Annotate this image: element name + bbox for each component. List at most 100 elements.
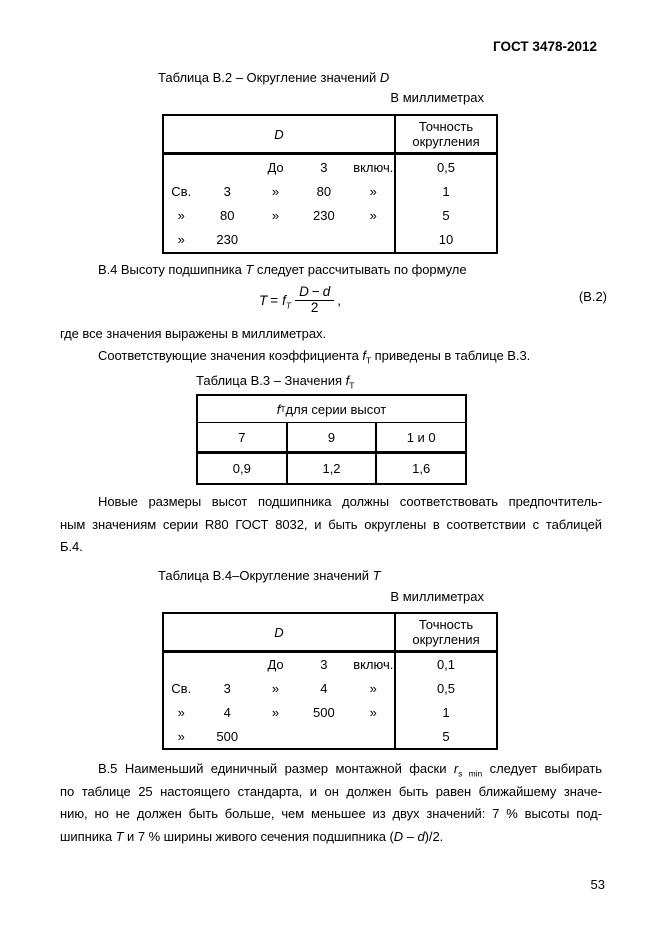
table-b3-series-row: 7 9 1 и 0 (198, 423, 465, 454)
cell: 3 (223, 183, 231, 199)
cell: До (267, 159, 284, 175)
table-row: »230 10 (164, 227, 496, 252)
paragraph-new-sizes: Новые размеры высот подшипника должны со… (60, 491, 602, 559)
cell: » (271, 704, 280, 720)
table-b2-col-d-header: D (164, 116, 396, 152)
cell: » (369, 704, 377, 720)
formula-coefficient: fT (282, 293, 292, 311)
series-cell: 9 (285, 423, 376, 451)
paragraph-line: Новые размеры высот подшипника должны со… (98, 494, 602, 509)
value-cell: 0,9 (232, 461, 251, 476)
paragraph-b5: В.5 Наименьший единичный размер монтажно… (60, 758, 602, 848)
table-b2-col-precision-header: Точность округления (396, 116, 496, 152)
table-row: »80»230» 5 (164, 203, 496, 228)
fraction-numerator: D−d (295, 284, 335, 301)
var-f-subscript: T (365, 355, 372, 366)
cell: » (271, 208, 280, 224)
formula-comma: , (337, 292, 342, 308)
table-b2-caption: Таблица В.2 – Округление значений D (158, 70, 389, 85)
cell: 500 (216, 728, 239, 744)
paragraph-gde: где все значения выражены в миллиметрах. (60, 323, 602, 346)
value-cell: 1,6 (375, 454, 465, 483)
formula-b2: T = fT D−d 2 , (60, 281, 540, 319)
cell: » (177, 232, 185, 248)
paragraph-b4: В.4 Высоту подшипника Т следует рассчиты… (60, 259, 602, 282)
var-d-small: d (322, 284, 331, 299)
paragraph-line: шипника Т и 7 % ширины живого сечения по… (60, 826, 602, 849)
formula-lhs: T (258, 292, 268, 308)
table-b4-col-d-header: D (164, 614, 396, 650)
cell: » (369, 208, 377, 224)
text-run: следует выбирать (482, 761, 602, 776)
precision-cell: 1 (442, 704, 450, 720)
d-symbol: D (274, 126, 284, 142)
paragraph-b4-line: В.4 Высоту подшипника Т следует рассчиты… (60, 259, 602, 282)
cell: » (177, 704, 185, 720)
table-b3-caption-text: Таблица В.3 – Значения (196, 373, 346, 388)
series-cell: 7 (238, 429, 246, 445)
var-r-subscript: s min (458, 768, 483, 779)
paragraph-sootv-line: Соответствующие значения коэффициента fT… (60, 345, 602, 368)
formula-number: (В.2) (578, 289, 607, 304)
text-run: )/2. (424, 828, 444, 844)
table-b3-values-row: 0,9 1,2 1,6 (198, 454, 465, 483)
cell: » (369, 183, 377, 199)
var-t: Т (245, 262, 254, 277)
precision-cell: 0,5 (436, 681, 456, 697)
table-row: »4»500» 1 (164, 700, 496, 725)
doc-code-header: ГОСТ 3478-2012 (493, 39, 597, 54)
cell: » (177, 208, 185, 224)
table-row: Св.3»80» 1 (164, 179, 496, 204)
cell: » (177, 728, 185, 744)
range-cells: »4»500» (164, 700, 396, 725)
var-d-small: d (417, 828, 425, 844)
precision-cell: 0,1 (436, 657, 456, 673)
table-b2-caption-symbol: D (379, 70, 390, 85)
table-b4-caption-symbol: Т (372, 568, 381, 583)
precision-header-line1: Точность (418, 119, 474, 134)
page-number: 53 (590, 877, 605, 892)
paragraph-line: Б.4. (60, 539, 83, 554)
cell: Св. (171, 681, 192, 697)
table-b4-caption-text: Таблица В.4–Округление значений (158, 568, 373, 583)
precision-header-line2: округления (412, 632, 480, 647)
cell: До (267, 657, 284, 673)
paragraph-line: нию, но не должен быть больше, чем меньш… (60, 806, 602, 821)
cell: » (271, 183, 280, 199)
cell: включ. (353, 657, 394, 673)
text-run: В.5 Наименьший единичный размер монтажно… (98, 761, 454, 776)
table-b4-col-precision-header: Точность округления (396, 614, 496, 650)
fraction-denominator: 2 (310, 300, 319, 315)
table-b4-units-label: В миллиметрах (390, 589, 484, 604)
table-row: Св.3»4» 0,5 (164, 676, 496, 701)
range-cells: Св.3»4» (164, 676, 396, 701)
text-run: шипника (60, 828, 116, 844)
coef-subscript: T (285, 300, 292, 311)
series-cell: 1 и 0 (375, 423, 465, 451)
cell: 3 (320, 657, 328, 673)
var-d-capital: D (393, 828, 404, 844)
cell: 500 (312, 704, 335, 720)
var-t: Т (115, 828, 124, 844)
cell: 230 (312, 208, 335, 224)
var-r: r (453, 761, 459, 776)
paragraph-sootv: Соответствующие значения коэффициента fT… (60, 345, 602, 368)
cell: » (271, 681, 280, 697)
precision-cell: 5 (442, 208, 450, 224)
cell: 4 (320, 681, 328, 697)
range-cells: »230 (164, 227, 396, 252)
paragraph-gde-line: где все значения выражены в миллиметрах. (60, 326, 327, 341)
precision-cell: 1 (442, 183, 450, 199)
precision-header-line2: округления (412, 134, 480, 149)
text-run: следует рассчитывать по формуле (253, 262, 467, 277)
range-cells: Св.3»80» (164, 179, 396, 204)
precision-cell: 5 (442, 728, 450, 744)
header-f: f (276, 401, 281, 417)
